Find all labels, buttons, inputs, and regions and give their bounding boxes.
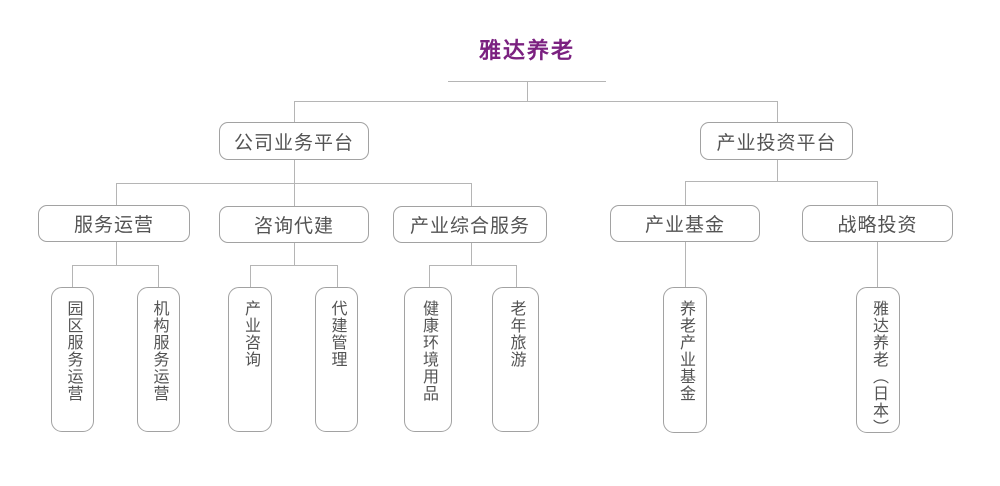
connector-line xyxy=(516,265,517,287)
connector-line xyxy=(116,242,117,265)
node-yada-elderly-care-root: 雅达养老 xyxy=(478,38,575,63)
connector-line xyxy=(685,181,877,182)
connector-line xyxy=(116,183,471,184)
connector-line xyxy=(337,265,338,287)
connector-line xyxy=(527,81,528,101)
node-senior-tourism: 老年旅游 xyxy=(492,287,539,432)
connector-line xyxy=(294,101,295,122)
connector-line xyxy=(250,265,251,287)
connector-line xyxy=(471,183,472,206)
connector-line xyxy=(250,265,337,266)
connector-line xyxy=(158,265,159,287)
connector-line xyxy=(72,265,73,287)
node-industry-consulting: 产业咨询 xyxy=(228,287,272,432)
connector-line xyxy=(877,181,878,205)
connector-line xyxy=(685,181,686,205)
connector-line xyxy=(116,183,117,205)
node-health-environment-products: 健康环境用品 xyxy=(404,287,452,432)
connector-line xyxy=(294,101,778,102)
node-elderly-industry-fund: 养老产业基金 xyxy=(663,287,707,433)
node-institution-service-operation: 机构服务运营 xyxy=(137,287,180,432)
node-park-service-operation: 园区服务运营 xyxy=(51,287,94,432)
connector-line xyxy=(294,243,295,265)
node-agent-construction-management: 代建管理 xyxy=(315,287,358,432)
node-consulting-agent-construction: 咨询代建 xyxy=(219,206,369,243)
connector-line xyxy=(429,265,516,266)
connector-line xyxy=(777,101,778,122)
node-company-business-platform: 公司业务平台 xyxy=(219,122,369,160)
node-service-operation: 服务运营 xyxy=(38,205,190,242)
connector-line xyxy=(877,242,878,287)
connector-line xyxy=(685,242,686,287)
connector-line xyxy=(429,265,430,287)
node-industry-fund: 产业基金 xyxy=(610,205,760,242)
node-industry-investment-platform: 产业投资平台 xyxy=(700,122,853,160)
node-strategic-investment: 战略投资 xyxy=(802,205,953,242)
node-yada-elderly-care-japan: 雅达养老（日本） xyxy=(856,287,900,436)
connector-line xyxy=(72,265,158,266)
connector-line xyxy=(777,160,778,181)
node-industry-comprehensive-services: 产业综合服务 xyxy=(393,206,547,243)
connector-line xyxy=(471,243,472,265)
